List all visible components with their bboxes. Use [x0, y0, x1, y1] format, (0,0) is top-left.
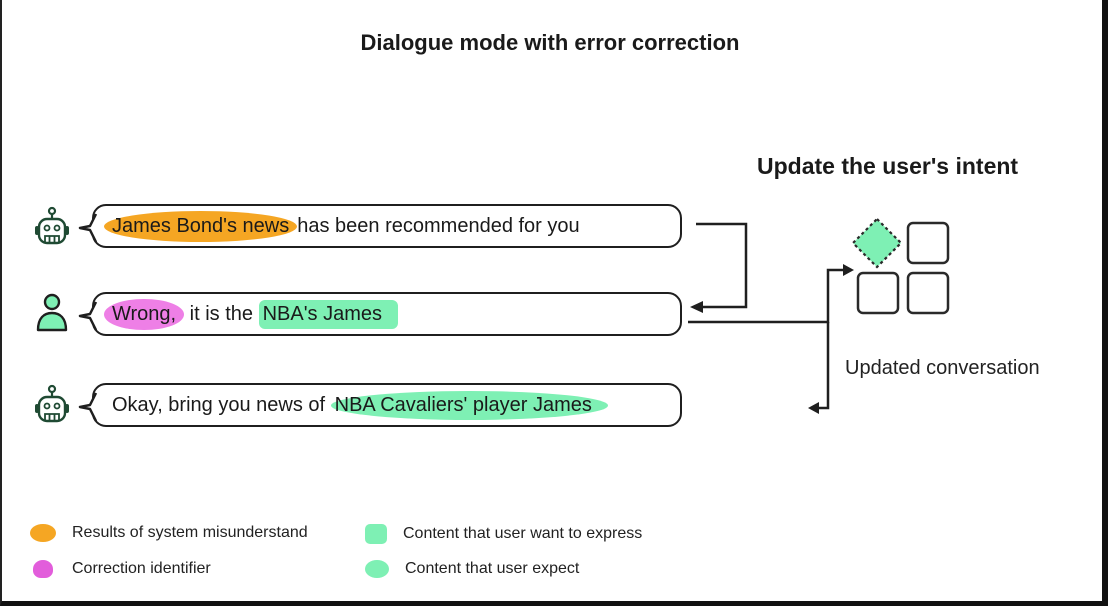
updated-conversation-label: Updated conversation — [845, 357, 1040, 379]
legend-label: Correction identifier — [72, 560, 211, 577]
legend-label: Content that user want to express — [403, 525, 643, 542]
chat-bubble-robot-updated-response: Okay, bring you news of NBA Cavaliers' p… — [92, 383, 682, 427]
arrow-to-updated-response — [816, 322, 830, 410]
misunderstood-highlight: James Bond's news — [104, 210, 298, 242]
legend-item-user-expect: Content that user expect — [365, 560, 579, 578]
legend-item-user-intent: Content that user want to express — [365, 524, 642, 544]
green-oval-swatch — [365, 560, 389, 578]
bubble-tail — [78, 301, 98, 331]
robot-icon — [35, 206, 69, 245]
arrowhead — [690, 301, 703, 313]
chat-bubble-user-correction: Wrong, it is the NBA's James — [92, 292, 682, 336]
message-text: Okay, bring you news of — [112, 393, 331, 416]
intent-grid-icon — [851, 217, 950, 315]
message-text: has been recommended for you — [297, 214, 580, 237]
chat-bubble-robot-recommendation: James Bond's news has been recommended f… — [92, 204, 682, 248]
arrowhead — [808, 402, 819, 414]
correction-identifier-highlight: Wrong, — [104, 298, 185, 330]
user-icon — [36, 293, 68, 332]
legend-item-misunderstand: Results of system misunderstand — [30, 524, 308, 542]
user-expectation-highlight: NBA Cavaliers' player James — [330, 390, 608, 420]
pink-blob-swatch — [33, 560, 53, 578]
robot-icon — [35, 384, 69, 423]
bubble-tail — [78, 392, 98, 422]
arrow-to-intent-grid — [688, 268, 846, 324]
legend-label: Content that user expect — [405, 560, 580, 577]
section-title-update-intent: Update the user's intent — [757, 153, 1019, 179]
arrow-to-correction — [696, 222, 748, 309]
message-text: it is the — [184, 302, 259, 325]
green-rect-swatch — [365, 524, 387, 544]
orange-oval-swatch — [30, 524, 56, 542]
bubble-tail — [78, 213, 98, 243]
user-intent-highlight: NBA's James — [258, 299, 398, 329]
arrowhead — [843, 264, 854, 276]
legend-label: Results of system misunderstand — [72, 524, 308, 541]
legend-item-correction: Correction identifier — [30, 560, 211, 578]
diagram-title: Dialogue mode with error correction — [360, 30, 740, 55]
